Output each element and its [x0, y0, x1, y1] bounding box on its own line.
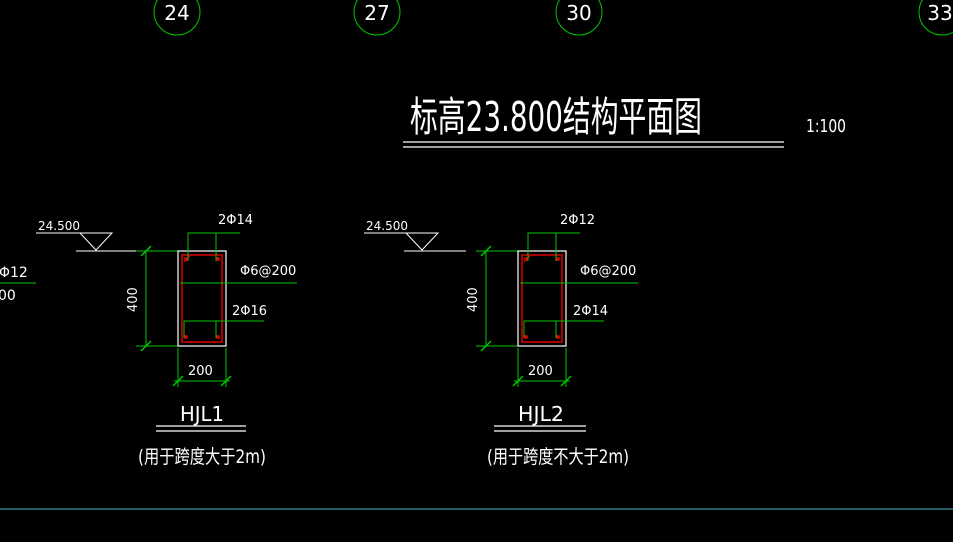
partial-top-bar: Φ12	[0, 265, 28, 281]
beam-note: (用于跨度不大于2m)	[487, 446, 629, 468]
axis-label: 24	[164, 1, 189, 25]
rebar-dot	[556, 257, 560, 261]
axis-circle	[153, 0, 201, 36]
bottom-bar-label: 2Φ14	[573, 304, 608, 319]
top-bar-label: 2Φ14	[218, 213, 253, 228]
axis-circle	[918, 0, 953, 36]
dim-tick	[140, 245, 152, 257]
axis-label: 27	[364, 1, 389, 25]
elevation-triangle	[405, 232, 440, 251]
dim-tick	[560, 375, 572, 387]
dim-tick	[172, 375, 184, 387]
beam-section-hjl1: 24.500 400 2Φ14 Φ6@200 2Φ16	[36, 213, 297, 468]
stirrup-label: Φ6@200	[240, 264, 296, 279]
section-outline	[517, 250, 567, 347]
leader-line	[523, 320, 604, 338]
stirrup-rebar	[521, 254, 563, 343]
rebar-dot	[216, 335, 220, 339]
leader-line	[187, 232, 240, 261]
dim-tick	[480, 245, 492, 257]
axis-bubbles: 24 27 30 33	[153, 0, 953, 36]
bottom-bar-label: 2Φ16	[232, 304, 267, 319]
height-dim: 400	[126, 287, 141, 312]
leader-line	[183, 320, 264, 338]
beam-name: HJL1	[180, 402, 224, 426]
beam-name: HJL2	[518, 402, 564, 426]
beam-note: (用于跨度大于2m)	[138, 446, 266, 468]
axis-circle	[555, 0, 603, 36]
section-outline	[177, 250, 227, 347]
rebar-dot	[524, 257, 528, 261]
width-dim: 200	[188, 364, 213, 379]
beam-section-hjl2: 24.500 400 2Φ12 Φ6@200 2Φ14	[364, 213, 638, 468]
top-bar-label: 2Φ12	[560, 213, 595, 228]
elevation-label: 24.500	[38, 219, 80, 233]
rebar-dot	[184, 257, 188, 261]
stirrup-label: Φ6@200	[580, 264, 636, 279]
axis-circle	[353, 0, 401, 36]
dim-tick	[480, 340, 492, 352]
axis-label: 30	[566, 1, 591, 25]
rebar-dot	[524, 335, 528, 339]
plan-title-block: 标高23.800结构平面图 1:100	[403, 93, 846, 148]
height-dim: 400	[466, 287, 481, 312]
width-dim: 200	[528, 364, 553, 379]
elevation-label: 24.500	[366, 219, 408, 233]
rebar-dot	[556, 335, 560, 339]
dim-tick	[220, 375, 232, 387]
partial-stirrup: 00	[0, 288, 16, 304]
leader-line	[527, 232, 580, 261]
dim-tick	[140, 340, 152, 352]
stirrup-rebar	[181, 254, 223, 343]
partial-beam-callouts: Φ12 00	[0, 265, 36, 304]
dim-tick	[512, 375, 524, 387]
rebar-dot	[216, 257, 220, 261]
plan-title: 标高23.800结构平面图	[410, 93, 702, 141]
axis-label: 33	[927, 1, 952, 25]
rebar-dot	[184, 335, 188, 339]
elevation-triangle	[79, 232, 114, 251]
plan-scale: 1:100	[806, 116, 846, 137]
